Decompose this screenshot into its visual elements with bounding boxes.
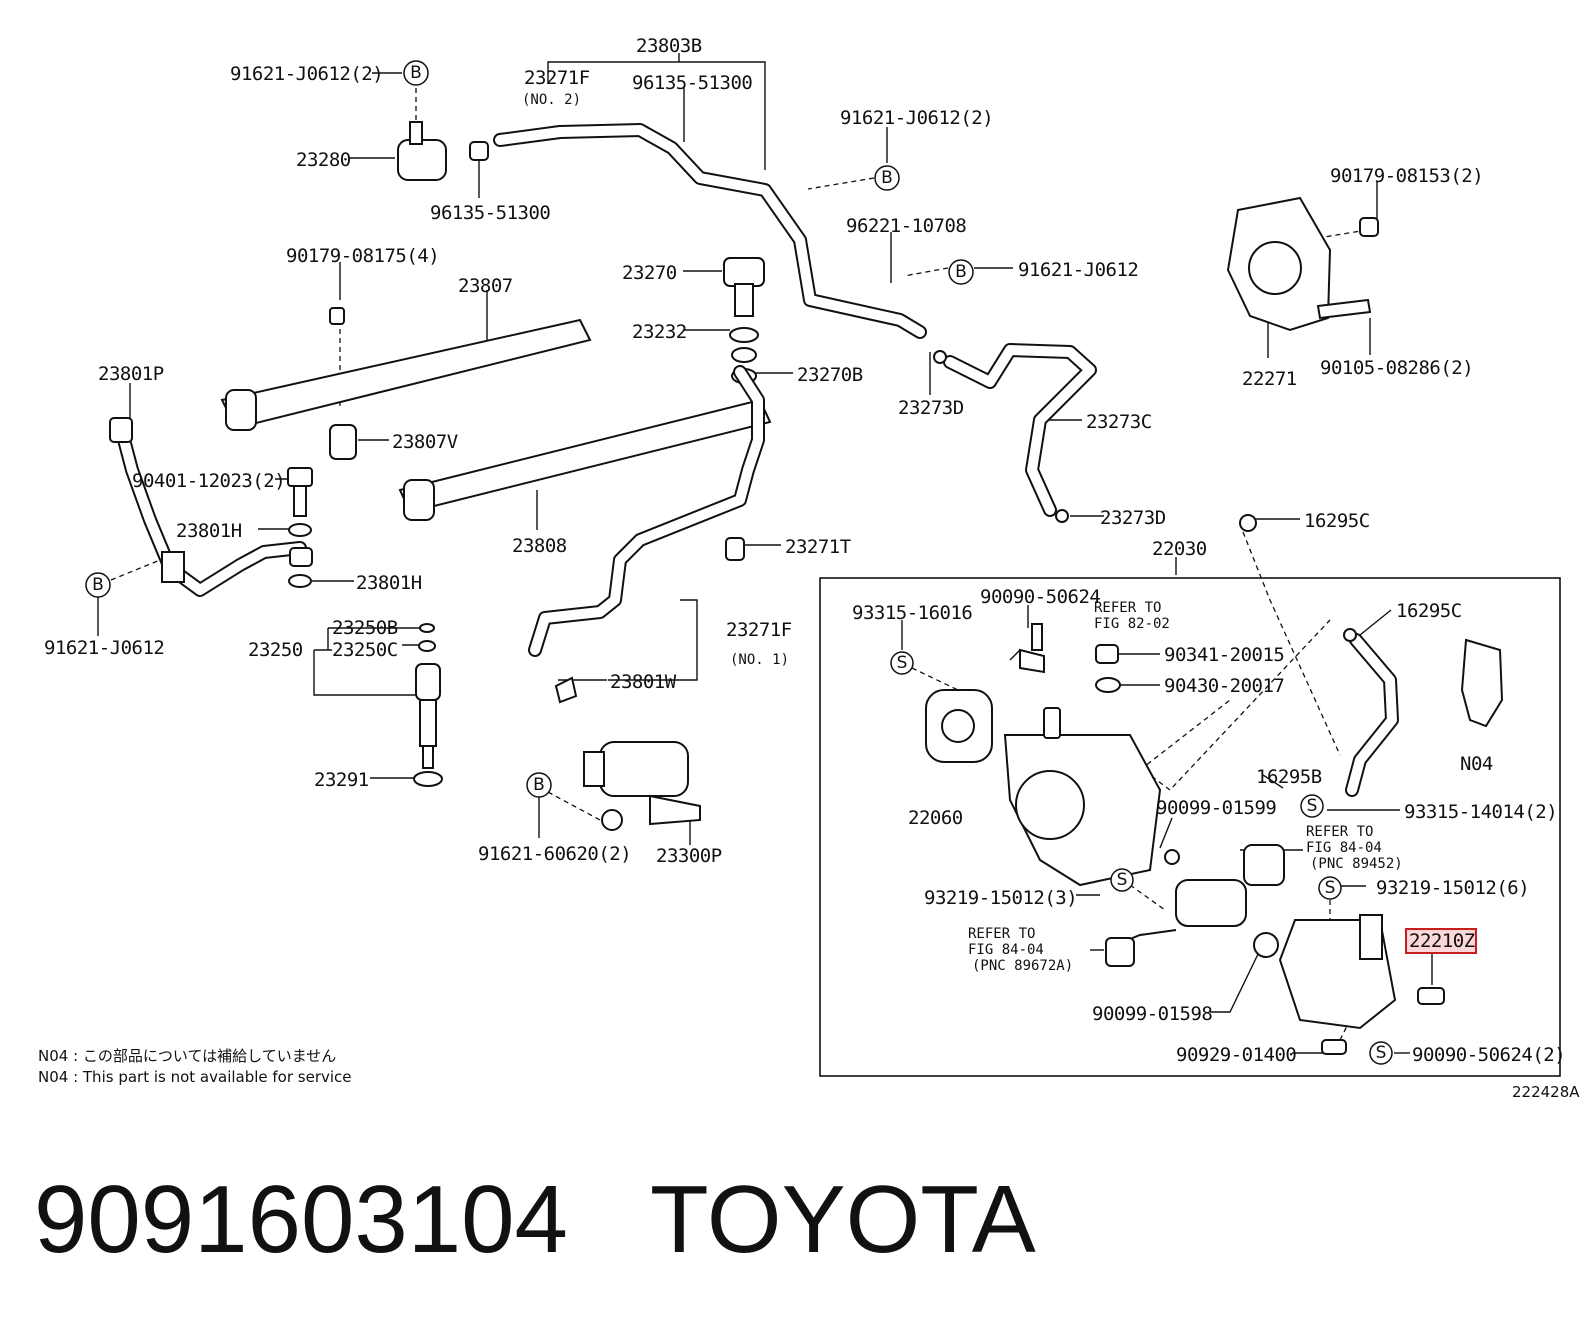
marker-s-1: S [890, 651, 914, 675]
marker-b-3: B [948, 259, 974, 285]
svg-text:B: B [410, 63, 422, 83]
label-23273C: 23273C [1086, 411, 1152, 433]
marker-b-1: B [403, 60, 429, 86]
label-22271: 22271 [1242, 368, 1297, 390]
label-93315-16016: 93315-16016 [852, 602, 972, 624]
part-labels: 23803B 91621-J0612(2) 23271F (NO. 2) 961… [44, 35, 1580, 1101]
marker-s-2: S [1300, 794, 1324, 818]
label-16295C-a: 16295C [1304, 510, 1370, 532]
svg-text:B: B [533, 775, 545, 795]
footer: 9091603104 TOYOTA [34, 1166, 1036, 1273]
label-90179-08175: 90179-08175(4) [286, 245, 439, 267]
svg-text:B: B [955, 262, 967, 282]
svg-text:B: B [92, 575, 104, 595]
marker-b-2: B [874, 165, 900, 191]
label-91621-60620: 91621-60620(2) [478, 843, 631, 865]
label-fig-82-02: FIG 82-02 [1094, 616, 1170, 632]
label-22030: 22030 [1152, 538, 1207, 560]
label-23807: 23807 [458, 275, 513, 297]
label-90179-08153: 90179-08153(2) [1330, 165, 1483, 187]
marker-s-4: S [1110, 868, 1134, 892]
label-refer-to-a: REFER TO [1094, 600, 1161, 616]
label-91621-J0612c: 91621-J0612 [1018, 259, 1138, 281]
label-23801H-b: 23801H [356, 572, 422, 594]
svg-text:B: B [881, 168, 893, 188]
label-23271F-top: 23271F [524, 67, 590, 89]
label-diagram-code: 222428A [1512, 1083, 1580, 1101]
marker-s-5: S [1369, 1041, 1393, 1065]
label-90105-08286: 90105-08286(2) [1320, 357, 1473, 379]
brand-name: TOYOTA [650, 1166, 1036, 1273]
label-no1: (NO. 1) [730, 652, 789, 668]
svg-text:S: S [1376, 1043, 1387, 1063]
label-93219-15012-3: 93219-15012(3) [924, 887, 1077, 909]
label-90430-20017: 90430-20017 [1164, 675, 1284, 697]
label-pnc-89672a: (PNC 89672A) [972, 958, 1073, 974]
part-number: 9091603104 [34, 1166, 568, 1273]
highlighted-part [1405, 928, 1477, 954]
label-93219-15012-6: 93219-15012(6) [1376, 877, 1529, 899]
svg-text:S: S [897, 653, 908, 673]
label-23232: 23232 [632, 321, 687, 343]
label-91621-J0612d: 91621-J0612 [44, 637, 164, 659]
label-23271T: 23271T [785, 536, 851, 558]
label-91621-J0612-2a: 91621-J0612(2) [230, 63, 383, 85]
part-drawings [109, 121, 1561, 1077]
label-23280: 23280 [296, 149, 351, 171]
label-22210Z: 22210Z [1409, 930, 1475, 952]
svg-text:S: S [1325, 878, 1336, 898]
label-23801H-a: 23801H [176, 520, 242, 542]
label-90099-01599: 90099-01599 [1156, 797, 1276, 819]
label-16295B: 16295B [1256, 766, 1322, 788]
marker-s-3: S [1318, 876, 1342, 900]
label-96221-10708: 96221-10708 [846, 215, 966, 237]
label-23801W: 23801W [610, 671, 677, 693]
label-90401-12023: 90401-12023(2) [132, 470, 285, 492]
label-23250C: 23250C [332, 639, 398, 661]
label-23273D-a: 23273D [898, 397, 964, 419]
label-96135-51300a: 96135-51300 [632, 72, 752, 94]
label-23801P: 23801P [98, 363, 164, 385]
label-23270B: 23270B [797, 364, 863, 386]
label-90090-50624b: 90090-50624(2) [1412, 1044, 1565, 1066]
label-91621-J0612-2b: 91621-J0612(2) [840, 107, 993, 129]
service-notes: N04 : この部品については補給していません N04 : This part … [38, 1047, 352, 1086]
label-23250B: 23250B [332, 617, 398, 639]
marker-b-5: B [526, 772, 552, 798]
label-fig-84-04-a: FIG 84-04 [1306, 840, 1382, 856]
label-23273D-b: 23273D [1100, 507, 1166, 529]
label-90341-20015: 90341-20015 [1164, 644, 1284, 666]
markers: B B B B B S S S S S [85, 60, 1393, 1065]
label-n04: N04 [1460, 753, 1493, 775]
label-90099-01598: 90099-01598 [1092, 1003, 1212, 1025]
label-23808: 23808 [512, 535, 567, 557]
label-22060: 22060 [908, 807, 963, 829]
label-23807V: 23807V [392, 431, 458, 453]
label-23250: 23250 [248, 639, 303, 661]
label-96135-51300b: 96135-51300 [430, 202, 550, 224]
label-90929-01400: 90929-01400 [1176, 1044, 1296, 1066]
label-23291: 23291 [314, 769, 369, 791]
label-refer-to-b: REFER TO [1306, 824, 1373, 840]
marker-b-4: B [85, 572, 111, 598]
svg-text:S: S [1117, 870, 1128, 890]
svg-text:S: S [1307, 796, 1318, 816]
label-23803B: 23803B [636, 35, 702, 57]
label-23270: 23270 [622, 262, 677, 284]
note-english: N04 : This part is not available for ser… [38, 1068, 352, 1086]
label-fig-84-04-b: FIG 84-04 [968, 942, 1044, 958]
label-refer-to-c: REFER TO [968, 926, 1035, 942]
label-16295C-b: 16295C [1396, 600, 1462, 622]
label-pnc-89452: (PNC 89452) [1310, 856, 1403, 872]
label-no2: (NO. 2) [522, 92, 581, 108]
label-90090-50624a: 90090-50624 [980, 586, 1100, 608]
label-93315-14014: 93315-14014(2) [1404, 801, 1557, 823]
label-23300P: 23300P [656, 845, 722, 867]
label-23271F-bot: 23271F [726, 619, 792, 641]
note-japanese: N04 : この部品については補給していません [38, 1047, 336, 1065]
